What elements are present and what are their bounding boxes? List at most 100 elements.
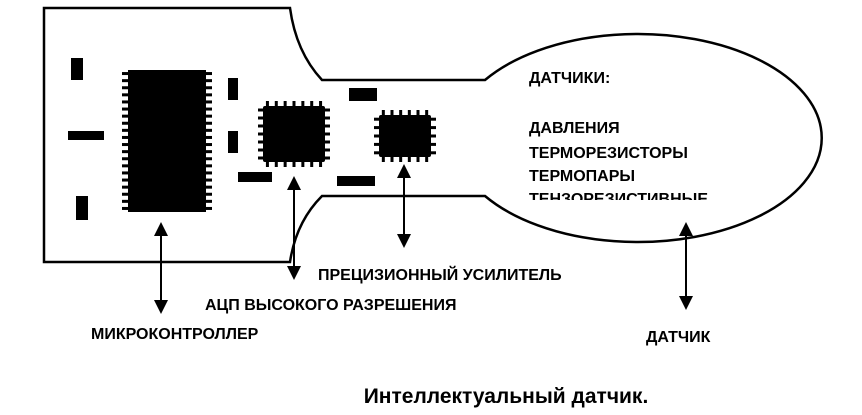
chip-pin: [407, 157, 411, 162]
chip-pin: [258, 148, 263, 152]
chip-pin: [206, 143, 212, 147]
chip-pin: [325, 132, 330, 136]
chip-pin: [431, 126, 436, 130]
amplifier-chip: [374, 110, 436, 162]
chip-pin: [374, 117, 379, 121]
chip-pin: [325, 156, 330, 160]
chip-pin: [206, 199, 212, 203]
chip-pin: [122, 114, 128, 118]
arrow-amplifier: [397, 164, 411, 248]
chip-pin: [283, 162, 287, 167]
component: [68, 131, 104, 140]
sensor-item-thermocouples: ТЕРМОПАРЫ: [529, 168, 635, 185]
chip-pin: [274, 101, 278, 106]
chip-pin: [122, 128, 128, 132]
chip-pin: [206, 192, 212, 196]
component: [228, 131, 238, 153]
chip-pin: [206, 86, 212, 90]
chip-pin: [390, 110, 394, 115]
chip-pin: [325, 148, 330, 152]
chip-pin: [206, 178, 212, 182]
chip-pin: [122, 150, 128, 154]
chip-pin: [206, 93, 212, 97]
sensor-item-pressure: ДАВЛЕНИЯ: [529, 120, 620, 137]
chip-pin: [416, 157, 420, 162]
label-amplifier: ПРЕЦИЗИОННЫЙ УСИЛИТЕЛЬ: [318, 265, 562, 284]
chip-pin: [122, 100, 128, 104]
chip-pin: [374, 126, 379, 130]
chip-pin: [122, 178, 128, 182]
chip-pin: [122, 143, 128, 147]
chip-pin: [319, 162, 323, 167]
chip-pin: [265, 101, 269, 106]
chip-pin: [206, 206, 212, 210]
chip-pin: [122, 135, 128, 139]
chip-pin: [431, 142, 436, 146]
chip-pin: [206, 128, 212, 132]
chip-pin: [319, 101, 323, 106]
discrete-components: [68, 58, 377, 220]
chip-pin: [274, 162, 278, 167]
chip-pin: [206, 72, 212, 76]
chip-pin: [258, 124, 263, 128]
chip-pin: [122, 199, 128, 203]
component: [337, 176, 375, 186]
chip-pin: [122, 171, 128, 175]
component: [228, 78, 238, 100]
chip-pin: [301, 162, 305, 167]
chip-pin: [206, 185, 212, 189]
arrow-sensor: [679, 222, 693, 310]
chip-pin: [265, 162, 269, 167]
chip-pin: [122, 164, 128, 168]
chip-pin: [258, 132, 263, 136]
chip-pin: [258, 140, 263, 144]
chip-pin: [122, 86, 128, 90]
component: [349, 88, 377, 101]
component: [76, 196, 88, 220]
chip-pin: [206, 121, 212, 125]
chip-pin: [310, 162, 314, 167]
chip-pin: [122, 79, 128, 83]
chip-pin: [283, 101, 287, 106]
chip-pin: [399, 110, 403, 115]
chip-pin: [122, 72, 128, 76]
arrow-microcontroller: [154, 222, 168, 314]
chip-pin: [390, 157, 394, 162]
label-sensor: ДАТЧИК: [646, 329, 711, 346]
chip-pin: [381, 157, 385, 162]
chip-pin: [122, 121, 128, 125]
chip-pin: [425, 110, 429, 115]
chip-pin: [325, 124, 330, 128]
chip-pin: [374, 134, 379, 138]
chip-pin: [122, 185, 128, 189]
chip-pin: [399, 157, 403, 162]
chip-pin: [325, 140, 330, 144]
chip-pin: [431, 151, 436, 155]
sensor-item-thermistors: ТЕРМОРЕЗИСТОРЫ: [529, 145, 688, 162]
arrow-adc: [287, 176, 301, 280]
chip-pin: [292, 101, 296, 106]
chip-pin: [325, 116, 330, 120]
adc-chip: [258, 101, 330, 167]
label-microcontroller: МИКРОКОНТРОЛЛЕР: [91, 326, 259, 343]
chip-pin: [431, 134, 436, 138]
chip-pin: [206, 100, 212, 104]
chip-pin: [258, 108, 263, 112]
chip-pin: [122, 206, 128, 210]
figure-caption: Интеллектуальный датчик.: [364, 385, 649, 408]
chip-pin: [122, 192, 128, 196]
microcontroller-chip: [122, 70, 212, 212]
chip-pin: [206, 171, 212, 175]
chip-pin: [407, 110, 411, 115]
chip-pin: [381, 110, 385, 115]
chip-pin: [425, 157, 429, 162]
chip-pin: [122, 93, 128, 97]
chip-pin: [122, 157, 128, 161]
chip-pin: [206, 157, 212, 161]
component: [238, 172, 272, 182]
chip-pin: [206, 107, 212, 111]
chip-pin: [206, 164, 212, 168]
chip-pin: [310, 101, 314, 106]
chip-pin: [301, 101, 305, 106]
